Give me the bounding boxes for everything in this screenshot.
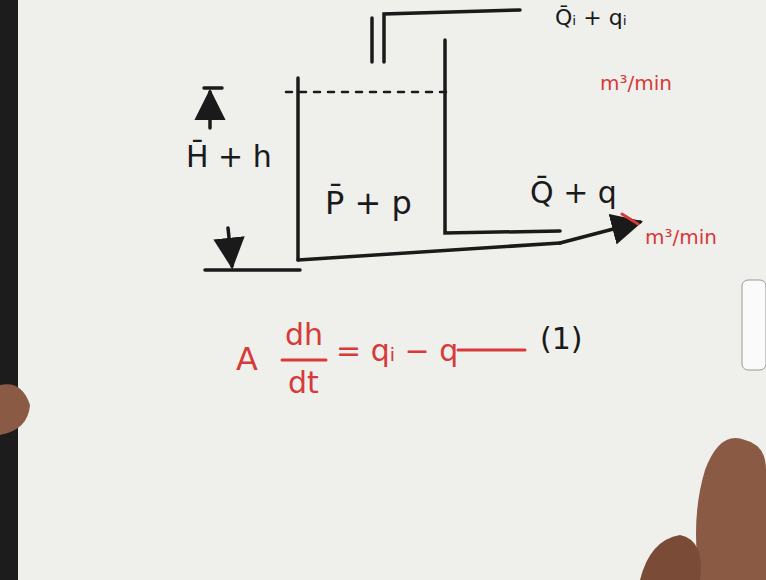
frame-edge bbox=[0, 0, 18, 580]
unit-label: m³/min bbox=[600, 72, 672, 94]
marker bbox=[742, 280, 766, 370]
equation-term: = qᵢ − q bbox=[336, 334, 458, 367]
outlet-flow-label: Q̄ + q bbox=[530, 176, 617, 209]
unit-leaders bbox=[282, 214, 638, 360]
unit-label: m³/min bbox=[645, 226, 717, 248]
equation-number: (1) bbox=[540, 322, 583, 355]
equation-term: A bbox=[236, 342, 258, 377]
equation-term: dh bbox=[285, 318, 323, 351]
hand bbox=[0, 384, 30, 435]
hand bbox=[640, 535, 701, 580]
pressure-label: P̄ + p bbox=[325, 186, 412, 221]
height-label: H̄ + h bbox=[186, 140, 272, 173]
inlet-flow-label: Q̄ᵢ + qᵢ bbox=[555, 6, 627, 30]
equation-term: dt bbox=[288, 366, 319, 399]
hand bbox=[696, 438, 766, 580]
